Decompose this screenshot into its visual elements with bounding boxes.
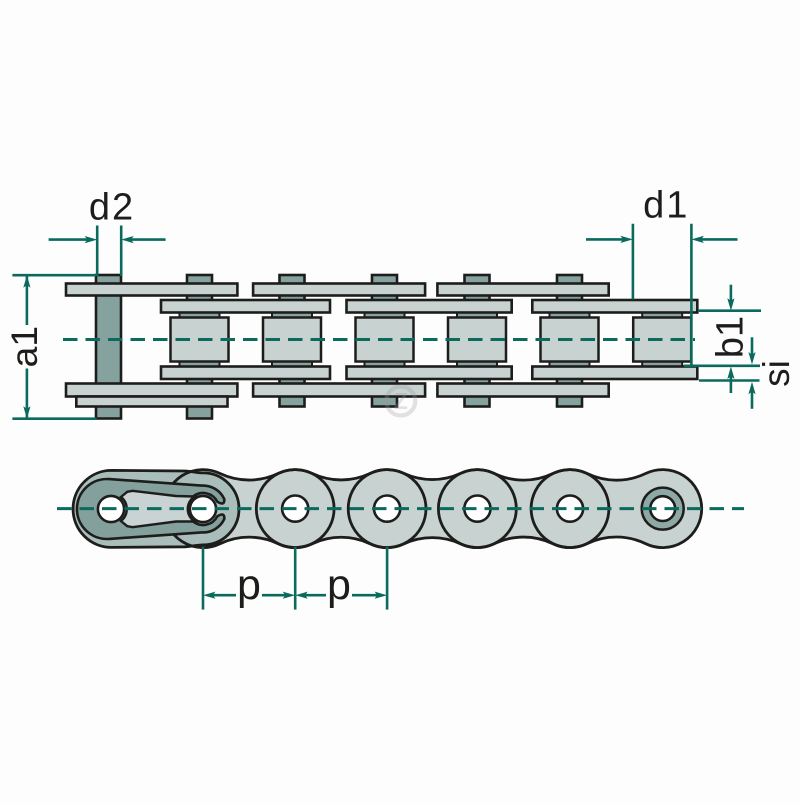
svg-text:p: p xyxy=(327,561,351,609)
svg-text:Z: Z xyxy=(394,388,408,414)
svg-text:a1: a1 xyxy=(3,326,45,368)
svg-text:b1: b1 xyxy=(710,316,752,358)
svg-text:d1: d1 xyxy=(643,185,689,227)
svg-text:d2: d2 xyxy=(89,187,135,229)
svg-text:p: p xyxy=(237,561,261,609)
svg-text:si: si xyxy=(756,360,797,387)
